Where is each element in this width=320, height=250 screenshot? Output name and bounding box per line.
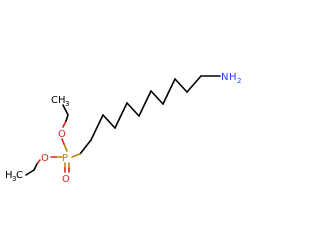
carbon-chain (71, 75, 221, 158)
bond-ch2-ch3-top (62, 104, 69, 116)
atom-n-h-count: 2 (237, 77, 241, 85)
atom-o-top-label: O (58, 129, 66, 140)
atom-ch3-left-count: 3 (12, 175, 16, 183)
bond-c9-c10 (186, 75, 202, 93)
structure-diagram: N H 2 P O O O C H 3 H 3 C (5, 72, 242, 185)
bond-c2-c3 (102, 114, 116, 129)
bond-ch2-ch3-left (25, 169, 35, 176)
atom-ch3-top-c: C (51, 95, 58, 106)
atom-n-h-label: H (229, 72, 237, 83)
bond-otop-ch2-dark (65, 114, 69, 122)
atom-ch3-top-h: H (58, 95, 66, 106)
bond-c1-c2 (90, 114, 104, 141)
bond-p-otop-gold (63, 143, 68, 152)
molecule-svg: N H 2 P O O O C H 3 H 3 C (5, 72, 241, 185)
atom-ch3-left-c: C (16, 170, 23, 181)
bond-oleft-ch2-red (36, 159, 41, 165)
bond-otop-ch2-red (62, 120, 67, 128)
bond-c6-c7 (150, 90, 164, 105)
atom-o-left-label: O (41, 153, 49, 164)
atom-n-label: N (221, 72, 228, 83)
bond-c5-c6 (138, 90, 152, 117)
double-bond-p-o (64, 162, 70, 173)
bond-oleft-ch2-dark (33, 163, 38, 171)
bond-p-otop-red (61, 138, 65, 145)
atom-ch3-left-h: H (5, 170, 13, 181)
bond-p-c1-gold (71, 153, 81, 158)
bond-c4-c5 (126, 102, 140, 117)
bond-c7-c8 (162, 78, 176, 105)
bond-c8-c9 (174, 78, 188, 93)
bond-p-c1-dark (79, 139, 92, 155)
atom-ch3-top-count: 3 (65, 100, 69, 108)
atom-o-double-label: O (62, 174, 70, 185)
bond-c3-c4 (114, 102, 128, 129)
atom-p-label: P (62, 153, 68, 164)
